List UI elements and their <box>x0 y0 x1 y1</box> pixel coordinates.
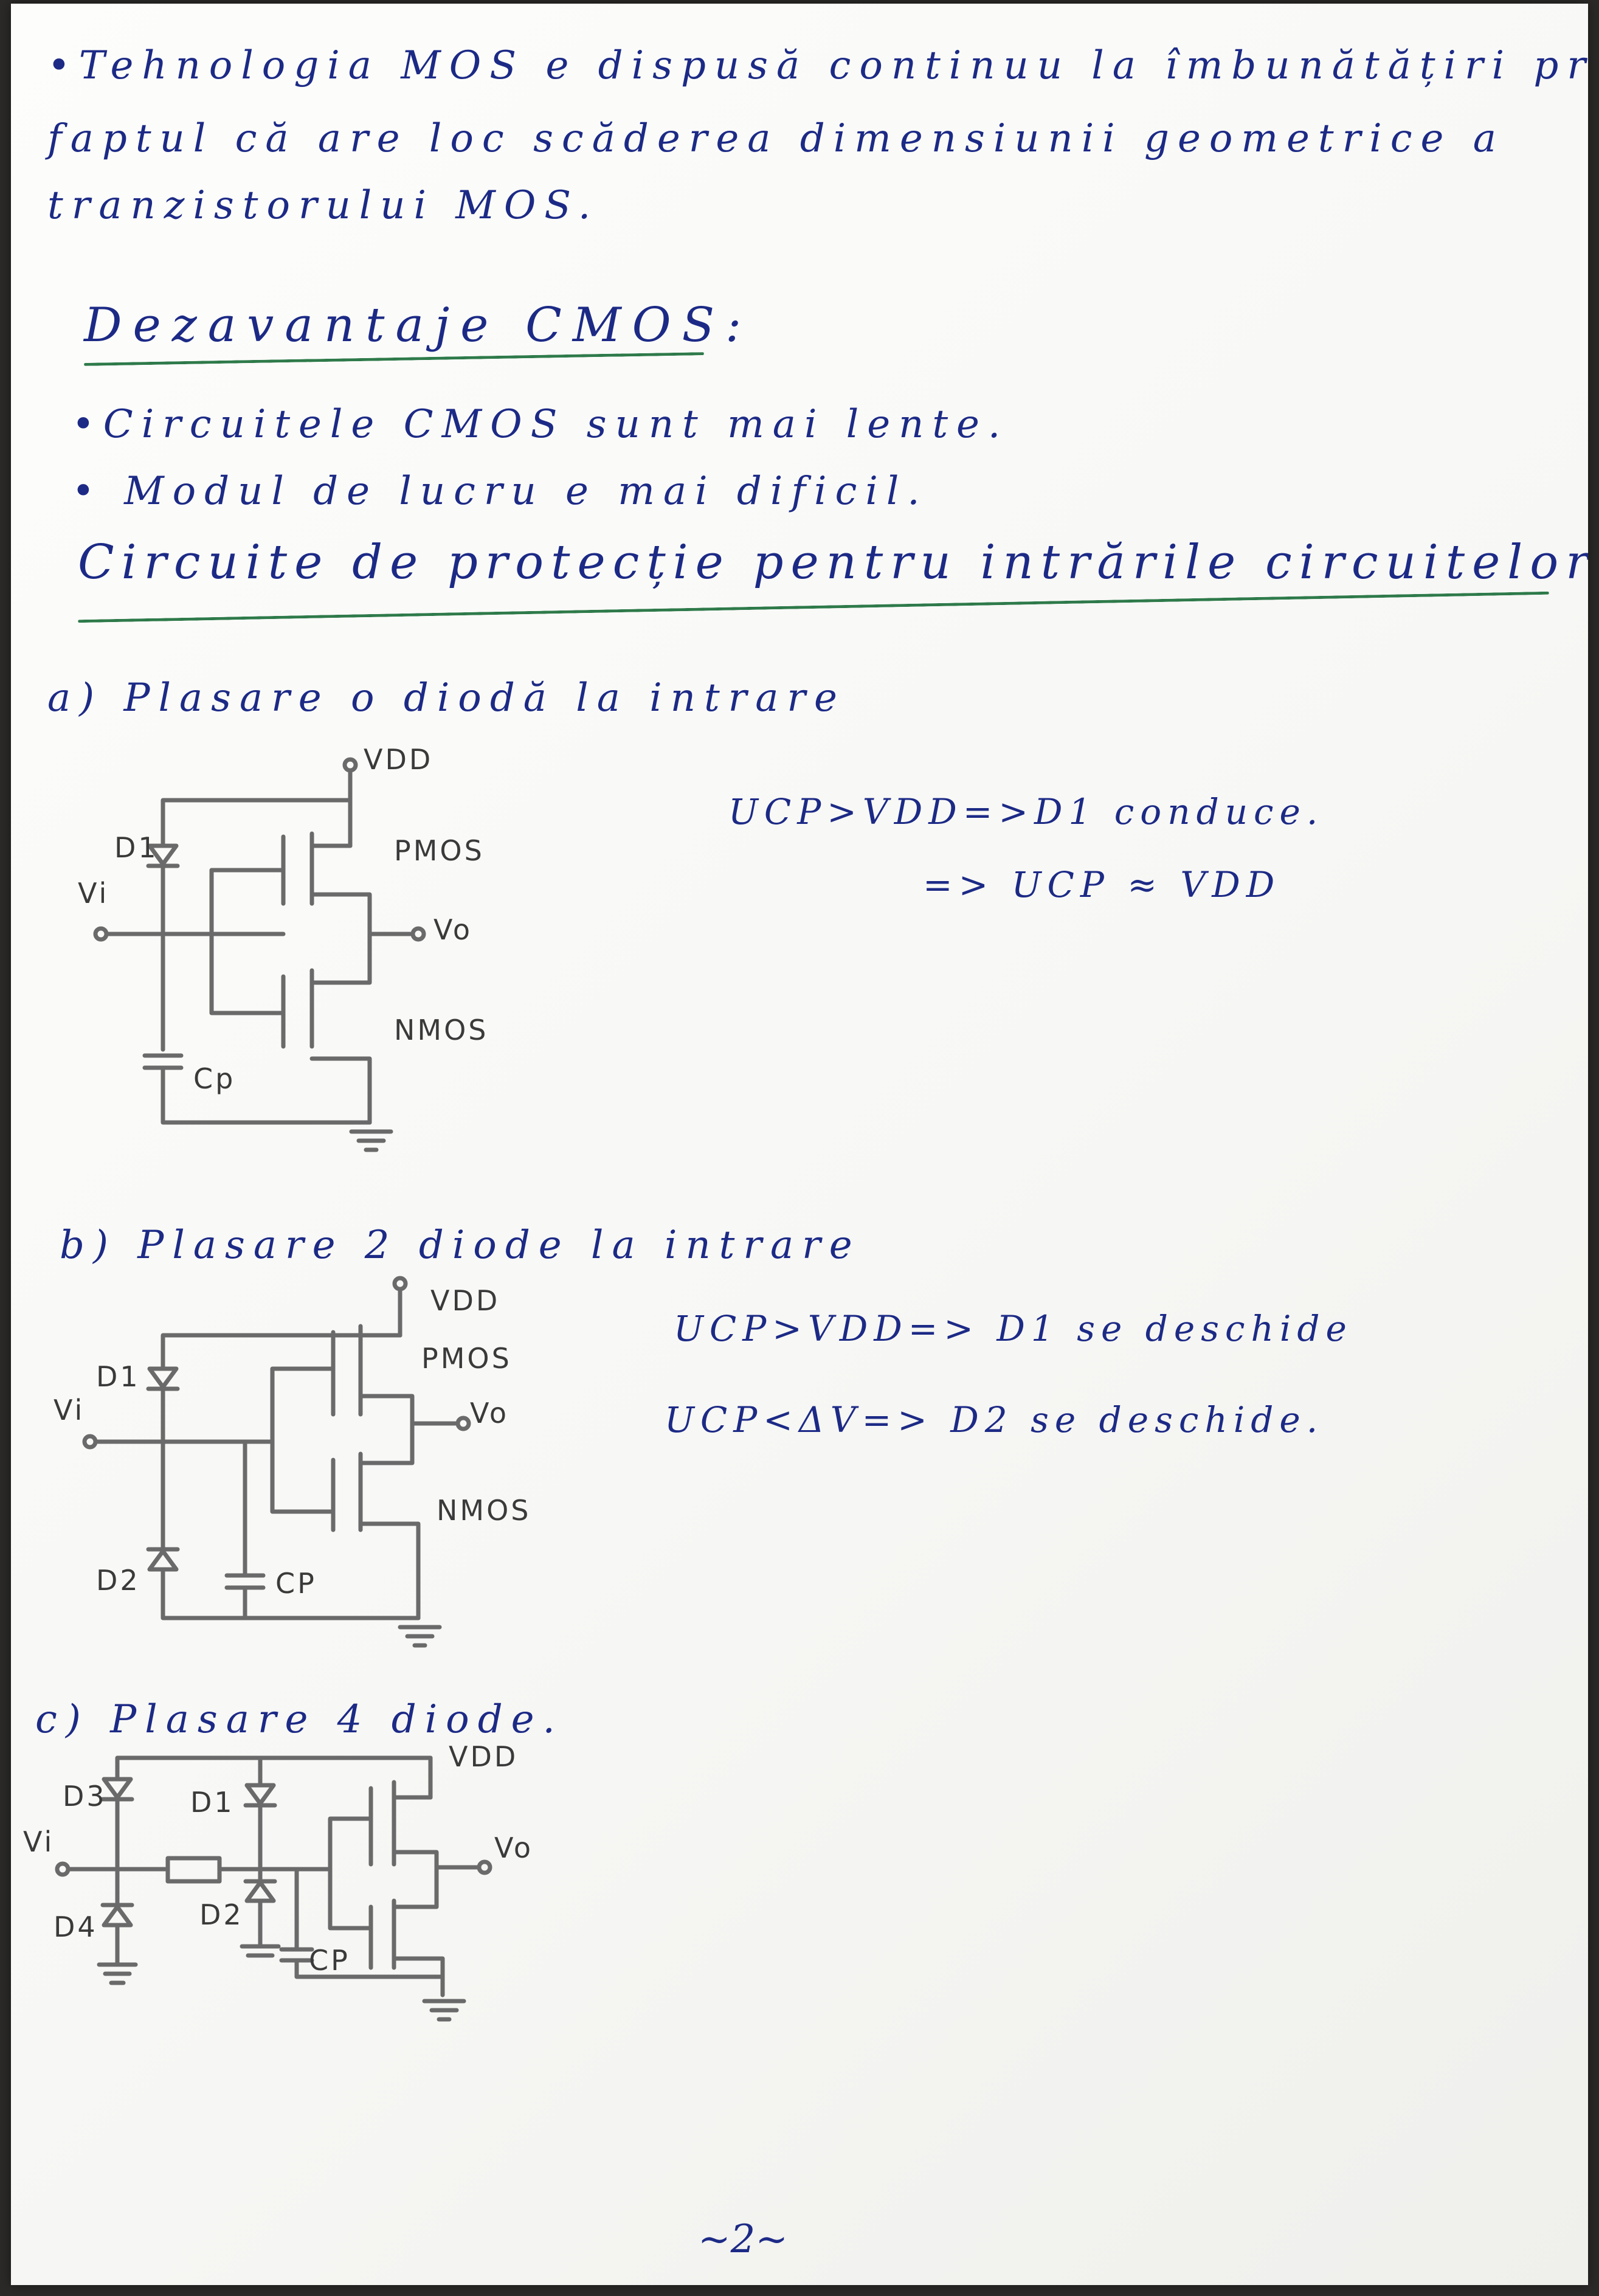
intro-line-3: tranzistorului MOS. <box>47 183 599 228</box>
circuit-a-cp-label: Cp <box>193 1062 236 1095</box>
circuit-c-vo-label: Vo <box>494 1831 534 1864</box>
intro-line-1: •Tehnologia MOS e dispusă continuu la îm… <box>47 43 1588 88</box>
disadvantages-item-2: • Modul de lucru e mai dificil. <box>72 469 928 514</box>
intro-line-2: faptul că are loc scăderea dimensiunii g… <box>47 116 1505 161</box>
circuit-c-vi-label: Vi <box>23 1825 55 1858</box>
section-b-heading: b) Plasare 2 diode la intrare <box>60 1223 861 1268</box>
section-a-heading: a) Plasare o diodă la intrare <box>47 676 846 721</box>
section-a-note-1: UCP>VDD=>D1 conduce. <box>728 791 1324 832</box>
circuit-a-diagram <box>93 757 426 1152</box>
circuit-b-diagram <box>82 1276 471 1648</box>
page-number: ~2~ <box>698 2217 788 2262</box>
disadvantages-title: Dezavantaje CMOS: <box>84 298 753 353</box>
section-c-heading: c) Plasare 4 diode. <box>35 1697 564 1742</box>
circuit-b-d2-label: D2 <box>96 1564 140 1597</box>
circuit-b-vo-label: Vo <box>470 1397 509 1430</box>
circuit-c-vdd-label: VDD <box>449 1740 519 1773</box>
circuit-c-diagram <box>55 1755 492 2022</box>
circuit-c-cp-label: CP <box>309 1944 350 1977</box>
circuit-c-d4-label: D4 <box>54 1910 98 1943</box>
circuit-b-d1-label: D1 <box>96 1360 140 1393</box>
circuit-a-nmos-label: NMOS <box>394 1014 489 1046</box>
circuit-a-d1-label: D1 <box>114 831 159 864</box>
section-b-note-1: UCP>VDD=> D1 se deschide <box>674 1308 1353 1349</box>
circuit-a-vdd-label: VDD <box>364 743 433 776</box>
circuit-c-d1-label: D1 <box>190 1786 235 1819</box>
circuit-b-nmos-label: NMOS <box>437 1494 531 1527</box>
circuit-b-cp-label: CP <box>275 1567 317 1600</box>
circuit-a-vi-label: Vi <box>78 877 109 910</box>
circuit-a-vo-label: Vo <box>433 913 473 946</box>
section-a-note-2: => UCP ≈ VDD <box>923 864 1281 905</box>
protection-title: Circuite de protecție pentru intrările c… <box>78 535 1588 590</box>
circuit-b-vi-label: Vi <box>54 1394 85 1426</box>
notebook-page: •Tehnologia MOS e dispusă continuu la îm… <box>11 4 1588 2285</box>
circuit-b-vdd-label: VDD <box>430 1284 500 1317</box>
section-b-note-2: UCP<ΔV=> D2 se deschide. <box>665 1399 1324 1440</box>
circuit-c-d2-label: D2 <box>199 1898 244 1931</box>
circuit-b-pmos-label: PMOS <box>421 1342 512 1375</box>
circuit-a-pmos-label: PMOS <box>394 834 485 867</box>
disadvantages-item-1: •Circuitele CMOS sunt mai lente. <box>72 402 1009 447</box>
circuit-c-d3-label: D3 <box>63 1780 107 1813</box>
